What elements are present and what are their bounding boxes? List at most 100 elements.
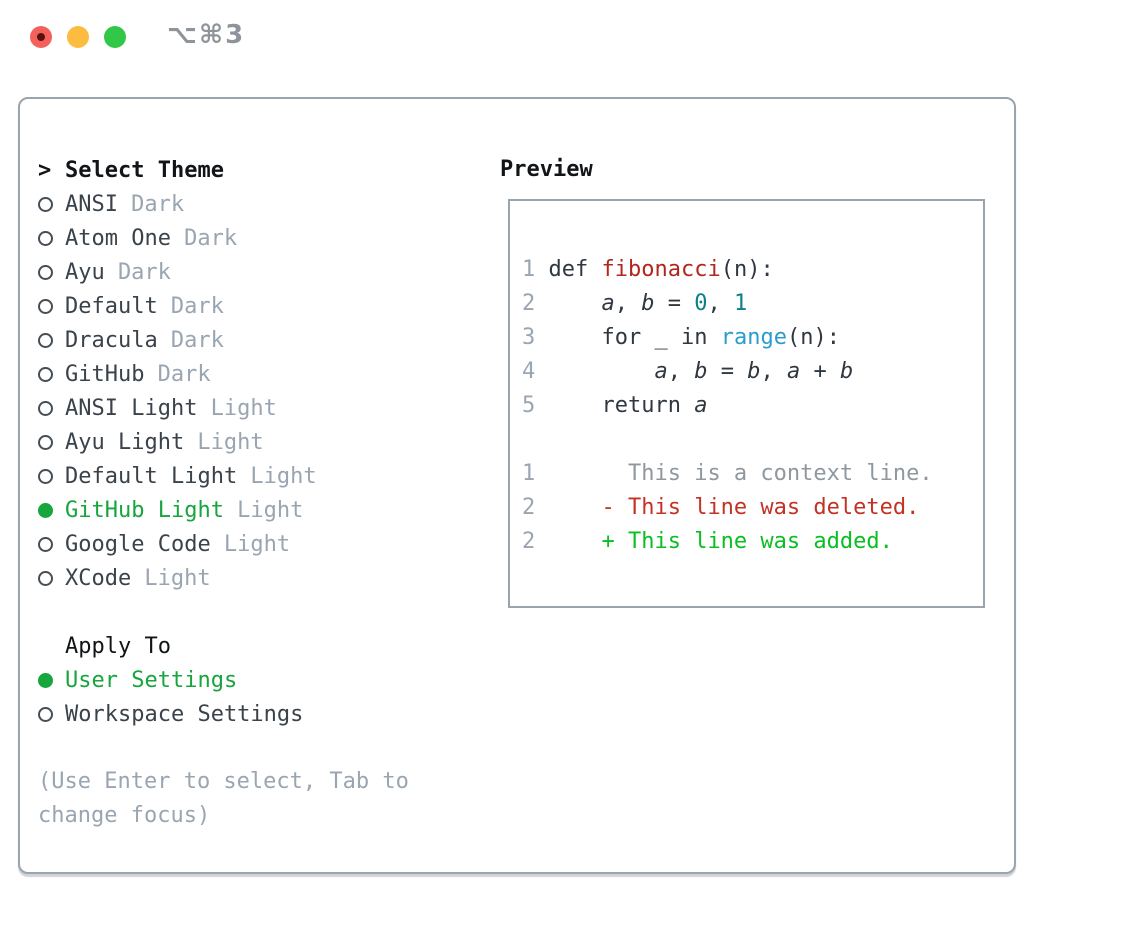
apply-option-workspace-settings[interactable]: Workspace Settings [38, 697, 438, 731]
code-token-num: 1 [733, 291, 748, 316]
line-number: 2 [522, 495, 536, 520]
apply-to-header-row: Apply To [38, 629, 438, 663]
code-token-num: 0 [694, 291, 708, 316]
code-token-pl: , [760, 359, 787, 384]
line-number: 2 [522, 291, 536, 316]
code-token-pl: = [654, 291, 695, 316]
theme-variant-badge: Dark [184, 225, 238, 251]
code-token-var: a [654, 359, 668, 384]
diff-line-added: 2 + This line was added. [522, 525, 983, 559]
code-token-var: b [747, 359, 761, 384]
code-token-pl: + [800, 359, 840, 384]
close-button[interactable] [30, 26, 52, 48]
zoom-button[interactable] [104, 26, 126, 48]
radio-icon [38, 332, 53, 348]
theme-variant-badge: Light [250, 463, 317, 489]
apply-option-label: User Settings [65, 667, 238, 693]
theme-option-label: GitHub Light [65, 497, 224, 523]
keyboard-hint: (Use Enter to select, Tab to change focu… [38, 769, 409, 828]
code-token-pl [549, 291, 602, 316]
code-token-pl [549, 325, 602, 350]
window-shortcut-label: ⌥⌘3 [167, 20, 246, 50]
code-token-kw: for [601, 325, 642, 350]
theme-variant-badge: Light [144, 565, 211, 591]
theme-variant-badge: Light [237, 497, 304, 523]
minimize-button[interactable] [67, 26, 89, 48]
code-token-pl: (n): [720, 257, 774, 282]
code-token-var: b [694, 359, 708, 384]
code-line: 4 a, b = b, a + b [522, 355, 983, 389]
radio-icon [38, 264, 53, 280]
code-token-kw: in [680, 325, 708, 350]
radio-icon [38, 468, 53, 484]
line-number: 3 [522, 325, 536, 350]
theme-option-default-light[interactable]: Default Light Light [38, 459, 438, 493]
code-token-pl [549, 359, 655, 384]
theme-option-ansi-light[interactable]: ANSI Light Light [38, 391, 438, 425]
code-token-fn: fibonacci [601, 257, 721, 282]
radio-icon [38, 400, 53, 416]
code-token-var: a [786, 359, 801, 384]
focus-caret-icon: > [38, 157, 52, 183]
theme-option-label: ANSI Light [65, 395, 198, 421]
preview-pane: 1 def fibonacci(n): 2 a, b = 0, 1 3 for _ … [508, 199, 985, 608]
code-preview: 1 def fibonacci(n): 2 a, b = 0, 1 3 for _ … [510, 201, 983, 559]
code-line: 3 for _ in range(n): [522, 321, 983, 355]
code-token-pl: , [614, 291, 642, 316]
preview-header: Preview [500, 157, 593, 182]
line-number: 4 [522, 359, 536, 384]
radio-icon [38, 196, 53, 212]
diff-context-text: This is a context line. [548, 461, 933, 486]
spacer [38, 731, 438, 765]
theme-option-label: GitHub [65, 361, 145, 387]
code-token-var: a [694, 393, 708, 418]
apply-option-label: Workspace Settings [65, 701, 304, 727]
code-token-pl: (n): [786, 325, 840, 350]
theme-option-label: XCode [65, 565, 132, 591]
radio-icon [38, 434, 53, 450]
code-token-builtin: range [720, 325, 787, 350]
radio-icon [38, 298, 53, 314]
theme-variant-badge: Dark [157, 361, 211, 387]
select-theme-header-row: > Select Theme [38, 153, 438, 187]
radio-icon [38, 570, 53, 586]
line-number: 2 [522, 529, 536, 554]
theme-option-xcode[interactable]: XCode Light [38, 561, 438, 595]
code-token-var: b [839, 359, 854, 384]
code-line: 5 return a [522, 389, 983, 423]
theme-option-github-light[interactable]: GitHub Light Light [38, 493, 438, 527]
code-token-kw: def [548, 257, 602, 282]
code-token-pl: , [707, 291, 734, 316]
theme-variant-badge: Dark [170, 293, 224, 319]
theme-option-google-code[interactable]: Google Code Light [38, 527, 438, 561]
theme-variant-badge: Dark [131, 191, 185, 217]
theme-variant-badge: Dark [170, 327, 224, 353]
theme-option-github[interactable]: GitHub Dark [38, 357, 438, 391]
radio-icon [38, 536, 53, 552]
apply-option-user-settings[interactable]: User Settings [38, 663, 438, 697]
theme-variant-badge: Light [223, 531, 291, 557]
select-theme-header: Select Theme [65, 157, 224, 183]
code-token-pl [681, 393, 694, 418]
theme-option-ayu[interactable]: Ayu Dark [38, 255, 438, 289]
theme-option-label: Ayu Light [65, 429, 185, 455]
theme-option-label: Google Code [65, 531, 211, 557]
diff-added-text: + This line was added. [548, 529, 893, 554]
theme-option-label: Default Light [65, 463, 238, 489]
code-token-pl: , [667, 359, 695, 384]
radio-selected-icon [38, 672, 53, 688]
code-token-pl: _ [641, 325, 681, 350]
diff-line-deleted: 2 - This line was deleted. [522, 491, 983, 525]
close-dot-icon [37, 33, 45, 41]
code-token-var: b [641, 291, 655, 316]
theme-variant-badge: Light [210, 395, 277, 421]
code-line: 1 def fibonacci(n): [522, 253, 983, 287]
theme-option-label: Ayu [65, 259, 105, 285]
theme-variant-badge: Dark [117, 259, 171, 285]
